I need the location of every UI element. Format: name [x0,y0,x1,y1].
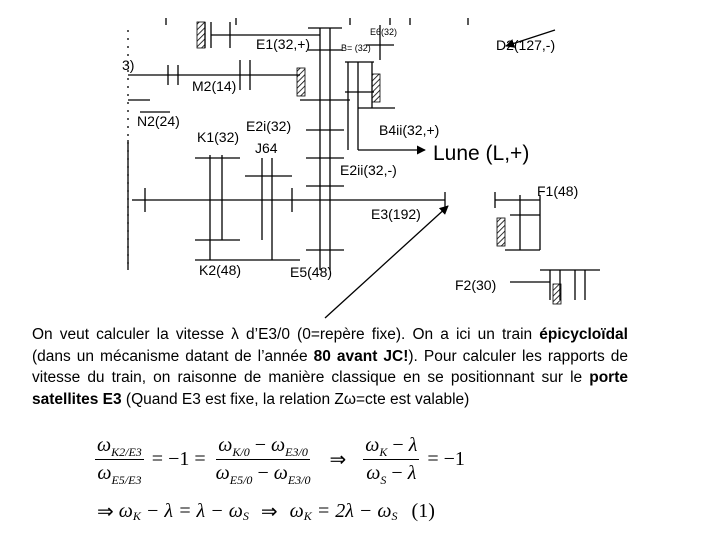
para-text-5: (Quand E3 est fixe, la relation Z [121,390,344,408]
label-b4ii: B4ii(32,+) [379,122,440,138]
fixed-support-3 [371,73,381,103]
para-text-4: ). Pour calculer les rapports de vitesse… [32,347,628,387]
para-text-2: d’E3/0 (0=repère fixe). On a ici un trai… [238,326,540,343]
para-bold-3: porte satellites E3 [32,369,628,408]
explanation-paragraph: On veut calculer la vitesse λ d’E3/0 (0=… [32,324,628,410]
label-e1: E1(32,+) [256,36,311,52]
gear-train-diagram [127,18,600,319]
omega-symbol: ω [343,390,356,408]
label-cut: 3) [122,57,135,73]
label-k1: K1(32) [197,129,240,145]
label-lune: Lune (L,+) [433,142,530,165]
fixed-support-5 [552,283,562,305]
label-n2: N2(24) [137,113,180,129]
label-d2: D2(127,-) [496,37,556,53]
label-f2: F2(30) [455,277,497,293]
label-e6: E6(32) [370,27,398,37]
fixed-support-2 [296,67,306,97]
para-text-6: =cte est valable) [356,390,470,408]
para-text-3: (dans un mécanisme datant de l’année [32,347,314,365]
fixed-support-1 [196,21,206,49]
fraction-2: ωK/0−ωE3/0 ωE5/0−ωE3/0 [215,433,311,487]
label-e3: E3(192) [371,206,421,222]
label-b: B= (32) [341,43,371,53]
label-j64: J64 [255,140,278,156]
label-k2: K2(48) [199,262,242,278]
label-f1: F1(48) [537,183,579,199]
para-bold-2: 80 avant JC! [313,347,409,365]
lambda-symbol: λ [231,326,239,343]
label-e2ii: E2ii(32,-) [340,162,397,178]
label-m2: M2(14) [192,78,237,94]
para-bold-1: épicycloïdal [539,326,628,343]
fraction-3: ωK−λ ωS−λ [363,433,420,487]
para-text-1: On veut calculer la vitesse [32,326,232,343]
label-e5: E5(48) [290,264,333,280]
equation-1: ωK2/E3 ωE5/E3 = −1 = ωK/0−ωE3/0 ωE5/0−ωE… [95,433,465,487]
label-e2i: E2i(32) [246,118,292,134]
fraction-1: ωK2/E3 ωE5/E3 [95,433,144,487]
fixed-support-4 [496,217,506,247]
